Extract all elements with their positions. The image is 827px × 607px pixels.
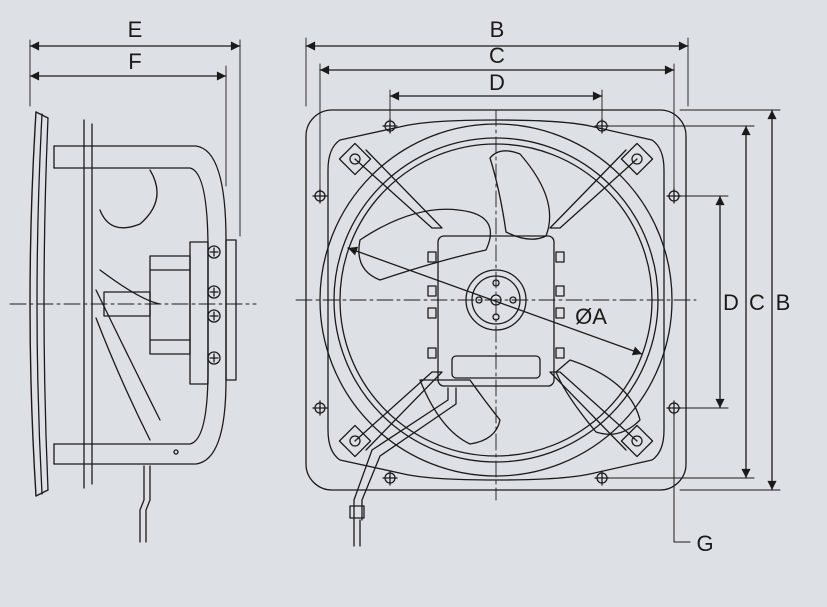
label-top-b: B (490, 17, 505, 42)
label-diameter: ØA (575, 304, 607, 329)
label-right-c: C (749, 290, 765, 315)
nameplate (451, 355, 541, 379)
front-view (295, 37, 781, 547)
label-top-d: D (489, 70, 505, 95)
label-g: G (696, 531, 713, 556)
mounting-hole-icons (312, 118, 682, 486)
outer-frame (305, 109, 687, 491)
side-bolt-icons (207, 245, 221, 365)
dimension-labels: E F B C D D C B ØA G (128, 17, 791, 556)
label-right-b: B (776, 290, 791, 315)
side-view (9, 39, 257, 543)
label-e: E (128, 17, 143, 42)
label-f: F (128, 49, 141, 74)
label-right-d: D (723, 290, 739, 315)
label-top-c: C (489, 43, 505, 68)
